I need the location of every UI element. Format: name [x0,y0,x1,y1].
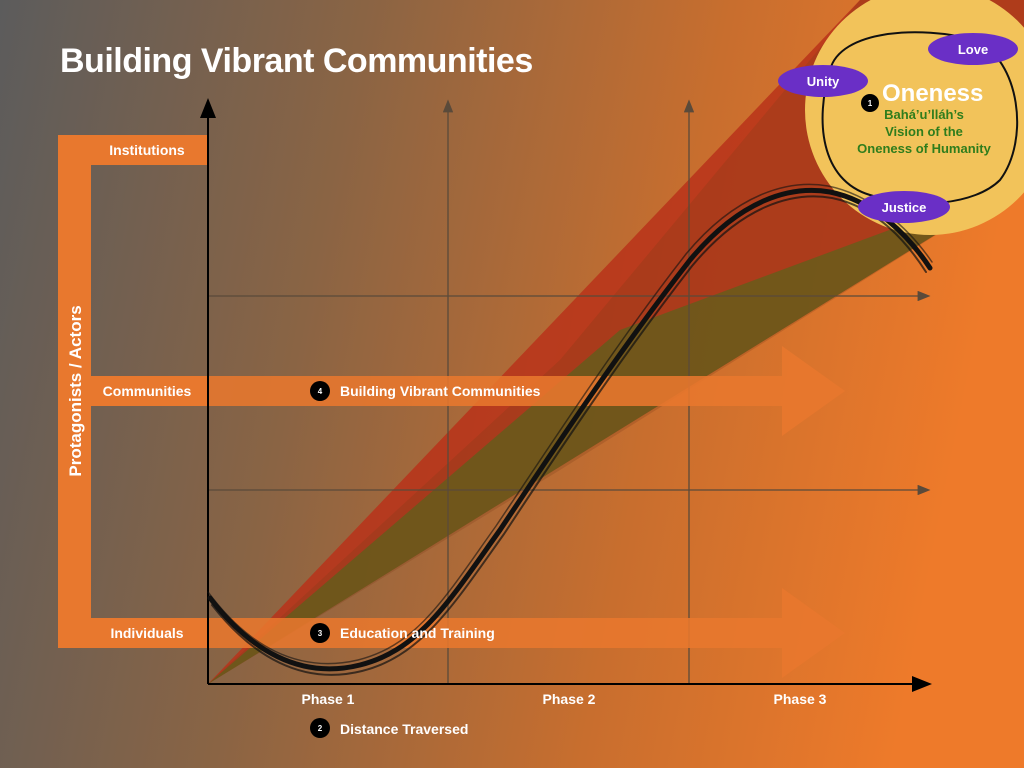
marker-3 [310,623,330,643]
vision-block: 1 Oneness Bahá’u’lláh’s Vision of the On… [857,80,991,156]
x-axis-title-text: Distance Traversed [340,721,468,737]
vision-loop [821,31,1019,205]
svg-text:Unity: Unity [807,74,840,89]
marker-2 [310,718,330,738]
svg-text:1: 1 [868,99,873,108]
tag-unity: Unity [778,65,868,97]
phase-2-label: Phase 2 [543,691,596,707]
vision-heading: Oneness [882,80,983,107]
vision-line-3: Oneness of Humanity [857,141,991,156]
communities-arrow [208,346,845,436]
svg-text:Justice: Justice [882,200,927,215]
vision-cone-green [208,180,1024,684]
individuals-arrow-text: Education and Training [340,625,495,641]
phase-1-label: Phase 1 [302,691,355,707]
svg-text:Love: Love [958,42,988,57]
svg-text:2: 2 [318,724,323,733]
tag-justice: Justice [858,191,950,223]
page-title: Building Vibrant Communities [60,42,533,80]
marker-1 [861,94,879,112]
row-label-communities: Communities [103,383,192,399]
row-label-individuals: Individuals [110,625,183,641]
tag-love: Love [928,33,1018,65]
svg-text:3: 3 [318,629,323,638]
actors-bracket [58,135,208,648]
communities-arrow-text: Building Vibrant Communities [340,383,541,399]
individuals-arrow [208,588,845,678]
growth-curve [207,183,933,676]
marker-4 [310,381,330,401]
x-axis-title: 2 Distance Traversed [310,718,468,738]
row-label-institutions: Institutions [109,142,185,158]
svg-text:4: 4 [318,387,323,396]
y-axis-title: Protagonists / Actors [66,305,85,476]
axes [200,98,932,692]
individuals-arrow-label: 3 Education and Training [310,623,495,643]
phase-3-label: Phase 3 [774,691,827,707]
vision-line-1: Bahá’u’lláh’s [884,107,964,122]
communities-arrow-label: 4 Building Vibrant Communities [310,381,541,401]
vision-line-2: Vision of the [885,124,963,139]
